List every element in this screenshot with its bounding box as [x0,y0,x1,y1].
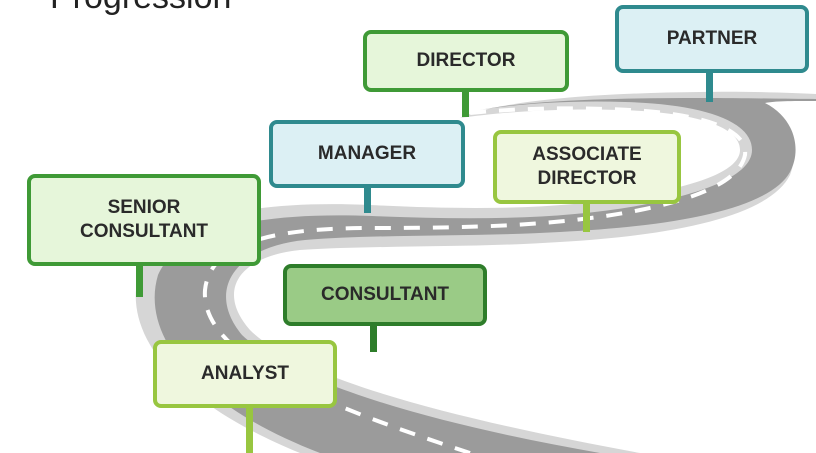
post-director [462,89,469,117]
lane-marking [202,106,748,453]
sign-senior-consultant: SENIOR CONSULTANT [27,174,261,266]
sign-director: DIRECTOR [363,30,569,92]
sign-manager: MANAGER [269,120,465,188]
post-manager [364,185,371,213]
road-surface [154,98,816,453]
sign-consultant: CONSULTANT [283,264,487,326]
post-consultant [370,322,377,352]
page-title: Progression [50,0,231,17]
post-partner [706,70,713,102]
sign-associate-director: ASSOCIATE DIRECTOR [493,130,681,204]
sign-partner: PARTNER [615,5,809,73]
post-associate-director [583,200,590,232]
post-senior-consultant [136,263,143,297]
post-analyst [246,405,253,453]
sign-analyst: ANALYST [153,340,337,408]
